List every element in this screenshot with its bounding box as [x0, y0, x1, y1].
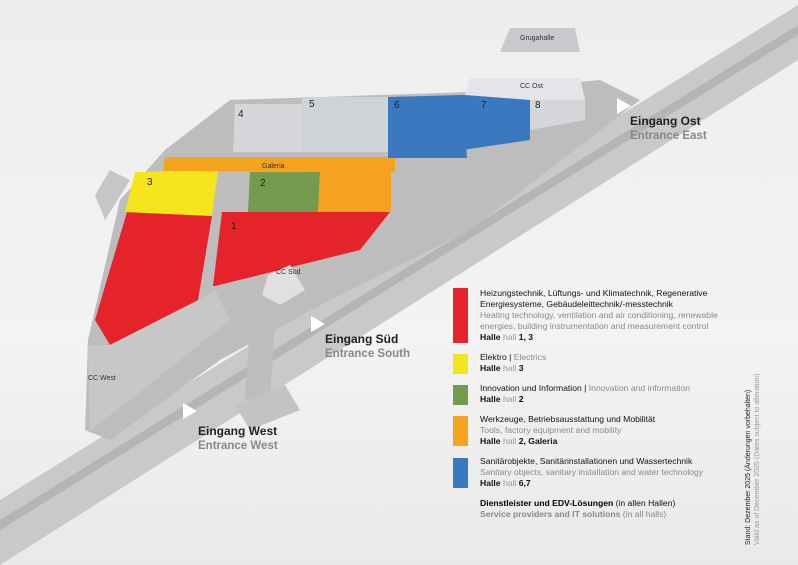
cc-west-label: CC West [88, 375, 116, 382]
cc-west[interactable] [88, 290, 230, 430]
entrance-west-de: Eingang West [198, 424, 278, 438]
galeria-label: Galeria [262, 163, 285, 170]
hall-numbers: 2, Galeria [518, 436, 558, 446]
hall-1[interactable] [213, 212, 390, 286]
entrance-south-de: Eingang Süd [325, 332, 399, 346]
hall-8-label: 8 [535, 100, 541, 111]
hall-label: hall [502, 332, 517, 342]
hall-label: hall [502, 478, 517, 488]
road-south [245, 320, 275, 400]
hall-2-green[interactable] [248, 172, 320, 212]
legend-de: Elektro [480, 352, 507, 362]
hall-label: hall [502, 394, 517, 404]
road-junction [235, 385, 300, 430]
entrance-west: Eingang West Entrance West [198, 424, 278, 454]
services-en-suffix: (in all halls) [620, 509, 667, 519]
railway-band [0, 5, 798, 565]
legend-swatch-green [453, 385, 468, 405]
hall-label: hall [502, 363, 517, 373]
grugahalle[interactable] [500, 28, 580, 52]
entrance-south-arrow-icon [311, 316, 325, 332]
legend-de: Sanitärobjekte, Sanitärinstallationen un… [480, 456, 693, 466]
legend-item: Elektro | Electrics Halle hall 3 [453, 352, 743, 374]
hall-1-label: 1 [231, 221, 237, 232]
entrance-south: Eingang Süd Entrance South [325, 332, 410, 362]
hall-5-label: 5 [309, 99, 315, 110]
hall-4[interactable] [233, 104, 302, 152]
entrance-east-en: Entrance East [630, 130, 707, 142]
halle-label: Halle [480, 394, 501, 404]
hall-numbers: 6,7 [518, 478, 531, 488]
legend-swatch-orange [453, 416, 468, 446]
hall-3-label: 3 [147, 177, 153, 188]
grugahalle-label: Grugahalle [520, 35, 554, 42]
hall-6[interactable] [388, 95, 467, 158]
cc-ost[interactable] [465, 78, 585, 100]
hall-3-yellow-section[interactable] [125, 170, 218, 216]
footnote: Stand: Dezember 2025 (Änderungen vorbeha… [744, 355, 762, 545]
hall-2-label: 2 [260, 178, 266, 189]
legend-item: Sanitärobjekte, Sanitärinstallationen un… [453, 456, 743, 489]
halle-label: Halle [480, 478, 501, 488]
legend-swatch-yellow [453, 354, 468, 374]
galeria[interactable] [163, 157, 395, 172]
legend-item: Werkzeuge, Betriebsausstattung und Mobil… [453, 414, 743, 447]
separator: | [581, 383, 589, 393]
hall-2-orange[interactable] [318, 172, 391, 212]
services-de: Dienstleister und EDV-Lösungen [480, 498, 614, 508]
cc-ost-label: CC Ost [520, 83, 543, 90]
legend-en: Heating technology, ventilation and air … [480, 310, 718, 331]
cc-sued-label: CC Süd [276, 269, 301, 276]
footnote-de: Stand: Dezember 2025 (Änderungen vorbeha… [745, 389, 752, 545]
road-west [95, 170, 130, 220]
hall-7[interactable] [460, 95, 530, 150]
legend-en: Electrics [513, 352, 547, 362]
legend-item: Heizungstechnik, Lüftungs- und Klimatech… [453, 288, 743, 343]
halle-label: Halle [480, 332, 501, 342]
services-de-suffix: (in allen Hallen) [613, 498, 676, 508]
separator: | [506, 352, 514, 362]
halle-label: Halle [480, 436, 501, 446]
hall-numbers: 1, 3 [518, 332, 534, 342]
legend-en: Sanitary objects, sanitary installation … [480, 467, 704, 477]
footnote-en: Valid as of December 2025 (Dates subject… [754, 373, 761, 545]
legend-item: Innovation und Information | Innovation … [453, 383, 743, 405]
legend-de: Werkzeuge, Betriebsausstattung und Mobil… [480, 414, 656, 424]
hall-label: hall [502, 436, 517, 446]
legend-en: Tools, factory equipment and mobility [480, 425, 622, 435]
entrance-east: Eingang Ost Entrance East [630, 114, 707, 144]
legend-de: Innovation und Information [480, 383, 582, 393]
legend-en: Innovation and information [588, 383, 691, 393]
hall-3-red-section[interactable] [95, 212, 212, 345]
hall-numbers: 2 [518, 394, 524, 404]
hall-7-label: 7 [481, 100, 487, 111]
railway-track [0, 25, 798, 530]
legend: Heizungstechnik, Lüftungs- und Klimatech… [453, 288, 743, 520]
hall-6-label: 6 [394, 100, 400, 111]
cc-sued[interactable] [262, 265, 305, 305]
entrance-east-de: Eingang Ost [630, 114, 701, 128]
legend-de: Heizungstechnik, Lüftungs- und Klimatech… [480, 288, 708, 309]
entrance-east-arrow-icon [617, 98, 631, 114]
hall-numbers: 3 [518, 363, 524, 373]
services-note: Dienstleister und EDV-Lösungen (in allen… [480, 498, 743, 520]
hall-8[interactable] [530, 95, 585, 130]
hall-4-label: 4 [238, 109, 244, 120]
halle-label: Halle [480, 363, 501, 373]
entrance-west-en: Entrance West [198, 440, 278, 452]
hall-5[interactable] [302, 97, 388, 152]
entrance-south-en: Entrance South [325, 348, 410, 360]
legend-swatch-blue [453, 458, 468, 488]
entrance-west-arrow-icon [183, 403, 197, 419]
services-en: Service providers and IT solutions [480, 509, 621, 519]
legend-swatch-red [453, 288, 468, 343]
